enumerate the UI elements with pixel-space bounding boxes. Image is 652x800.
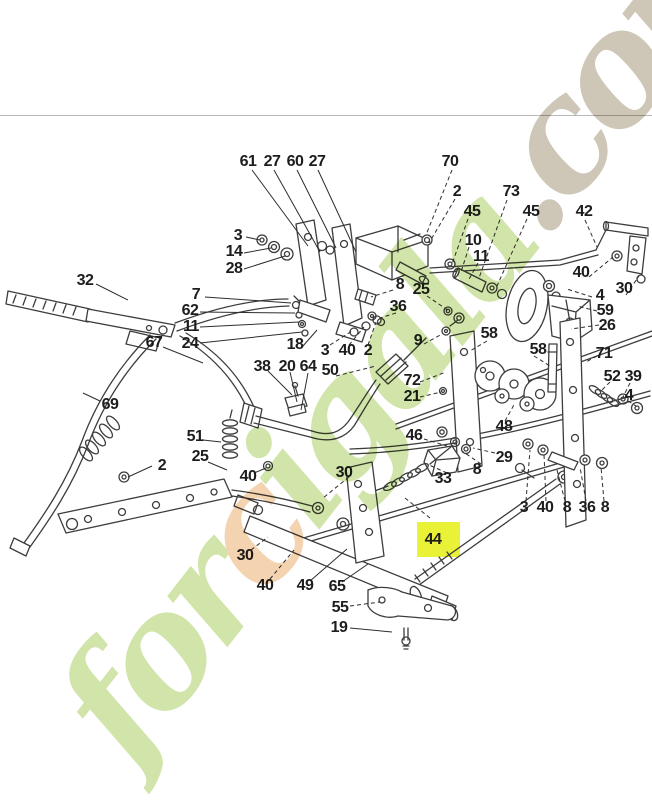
leader-lines-solid — [83, 170, 392, 632]
leader-lines-dashed — [251, 170, 639, 606]
right-hanger — [500, 267, 643, 527]
top-bracket-cluster — [257, 220, 464, 342]
center-support — [424, 331, 556, 476]
highlight-box — [417, 522, 460, 557]
hand-lever — [6, 291, 175, 351]
fastener-row — [516, 439, 608, 478]
cable-adjuster — [285, 338, 426, 416]
brake-cables — [10, 333, 380, 556]
lower-left-bar — [58, 410, 273, 533]
clevis-rod — [445, 259, 507, 299]
rod-42-assembly — [596, 222, 648, 284]
upper-arm — [175, 296, 308, 336]
page-divider — [0, 115, 652, 116]
bottom-frame — [232, 462, 460, 649]
